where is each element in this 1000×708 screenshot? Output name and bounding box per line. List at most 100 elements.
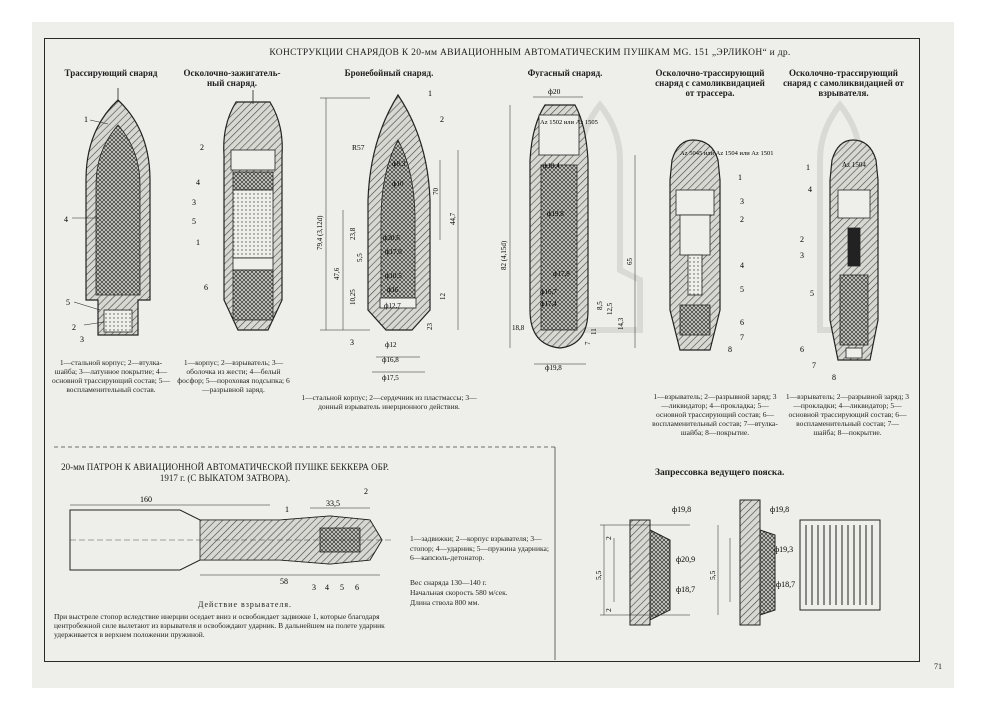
svg-text:4: 4 (64, 215, 68, 224)
svg-text:7: 7 (740, 333, 744, 342)
self-destruct-fuze-shell-drawing: Az 1504 1 4 2 3 5 6 7 8 (800, 139, 879, 382)
pressing-dim-2-b: 2 (604, 608, 613, 612)
ap-dim-238: 23,8 (349, 227, 357, 240)
ap-dim-r57: R57 (352, 143, 365, 152)
frag-incendiary-shell-drawing: 2 4 3 5 1 6 (192, 90, 283, 331)
ap-dim-d105: ф10,5 (385, 272, 402, 280)
svg-text:1: 1 (84, 115, 88, 124)
he-dim-d198-band: ф19,8 (545, 364, 562, 372)
svg-text:8: 8 (728, 345, 732, 354)
cartridge-dim-160: 160 (140, 495, 152, 504)
he-dim-d20: ф20 (548, 87, 561, 96)
header-tracer-shell: Трассирующий снаряд (64, 68, 158, 78)
pressing-dim-2-a: 2 (604, 536, 613, 540)
svg-text:1: 1 (806, 163, 810, 172)
svg-text:2: 2 (740, 215, 744, 224)
cartridge-dim-335: 33,5 (326, 499, 340, 508)
cartridge-dim-58: 58 (280, 577, 288, 586)
svg-text:1: 1 (738, 173, 742, 182)
svg-text:2: 2 (200, 143, 204, 152)
svg-text:2: 2 (72, 323, 76, 332)
he-dim-d198: ф19,8 (547, 210, 564, 218)
svg-text:3: 3 (80, 335, 84, 344)
svg-text:3: 3 (350, 338, 354, 347)
cartridge-spec-velocity: Начальная скорость 580 м/сек. (410, 588, 508, 597)
svg-text:4: 4 (808, 185, 812, 194)
svg-text:5: 5 (340, 583, 344, 592)
caption-frag-incendiary: 1—корпус; 2—взрыватель; 3—оболочка из же… (177, 358, 290, 394)
pressing-dim-d187-a: ф18,7 (676, 585, 695, 594)
caption-self-destruct-tracer: 1—взрыватель; 2—разрывной заряд; 3—ликви… (652, 392, 778, 437)
ap-dim-23: 23 (426, 323, 434, 331)
caption-ap: 1—стальной корпус; 2—сердечник из пластм… (301, 393, 477, 411)
caption-self-destruct-fuze: 1—взрыватель; 2—разрывной заряд; 3—прокл… (785, 392, 910, 437)
ap-dim-d127: ф12,7 (384, 302, 401, 310)
he-fuze-mark: Az 1502 или Az 1505 (540, 119, 598, 126)
ap-dim-447: 44,7 (449, 212, 457, 225)
ap-dim-total-length: 79,4 (3,12d) (316, 215, 324, 250)
header-self-destruct-tracer-shell: Осколочно-трассирующий снаряд с самоликв… (655, 68, 765, 98)
he-dim-7: 7 (584, 341, 592, 345)
svg-text:3: 3 (800, 251, 804, 260)
he-dim-65: 65 (626, 258, 634, 266)
pressing-dim-d187-b: ф18,7 (776, 580, 795, 589)
ap-dim-d175: ф17,5 (382, 374, 399, 382)
svg-text:1: 1 (285, 505, 289, 514)
he-dim-11: 11 (590, 328, 598, 335)
svg-text:3: 3 (740, 197, 744, 206)
svg-text:5: 5 (192, 217, 196, 226)
ap-dim-d206: ф20,6 (383, 234, 400, 242)
ap-dim-55: 5,5 (356, 253, 364, 262)
header-self-destruct-fuze-shell: Осколочно-трассирующий снаряд с самоликв… (783, 68, 904, 98)
he-dim-188: 18,8 (512, 324, 525, 332)
ap-dim-d83: ф8,3 (392, 160, 406, 168)
ap-dim-70: 70 (432, 188, 440, 196)
pressing-dim-55-a: 5,5 (594, 570, 603, 580)
cartridge-spec-weight: Вес снаряда 130—140 г. (410, 578, 487, 587)
pressing-title: Запрессовка ведущего пояска. (655, 468, 785, 478)
page-number: 71 (934, 662, 942, 671)
he-dim-d178: ф17,8 (553, 270, 570, 278)
he-dim-125: 12,5 (606, 302, 614, 315)
he-dim-d174: ф17,4 (540, 300, 557, 308)
page-title: КОНСТРУКЦИИ СНАРЯДОВ К 20-мм АВИАЦИОННЫМ… (269, 48, 791, 58)
svg-text:4: 4 (325, 583, 329, 592)
armor-piercing-shell-drawing: 1 2 3 R57 ф8,3 ф10 ф20,6 ф17,0 ф10,5 ф16… (316, 89, 459, 382)
he-shell-drawing: ф20 Az 1502 или Az 1505 ф18,4 ф19,8 ф17,… (500, 87, 636, 372)
ap-dim-d10: ф10 (392, 180, 404, 188)
ap-dim-1025: 10,25 (349, 289, 357, 305)
ap-dim-d16: ф16 (387, 286, 399, 294)
header-frag-incendiary-shell: Осколочно-зажигатель-ный снаряд. (183, 68, 281, 88)
svg-text:5: 5 (740, 285, 744, 294)
he-dim-d167: ф16,7 (540, 288, 557, 296)
svg-text:1: 1 (196, 238, 200, 247)
svg-text:2: 2 (800, 235, 804, 244)
self1-fuze-mark: Az 5045 или Az 1504 или Az 1501 (680, 150, 774, 157)
pressing-dim-d198-b: ф19,8 (770, 505, 789, 514)
he-dim-143: 14,3 (617, 317, 625, 330)
svg-text:2: 2 (364, 487, 368, 496)
svg-text:6: 6 (204, 283, 208, 292)
cartridge-title: 20-мм ПАТРОН К АВИАЦИОННОЙ АВТОМАТИЧЕСКО… (61, 462, 389, 483)
ap-dim-d12: ф12 (385, 341, 397, 349)
pressing-dim-d198-a: ф19,8 (672, 505, 691, 514)
svg-text:3: 3 (192, 198, 196, 207)
svg-text:3: 3 (312, 583, 316, 592)
driving-band-pressing-drawing: ф19,8 ф20,9 ф18,7 ф19,8 ф19,3 ф18,7 5,5 … (594, 499, 881, 626)
tracer-shell-drawing: 1 4 5 2 3 (64, 88, 151, 344)
ap-dim-476: 47,6 (333, 267, 341, 280)
pressing-dim-d193: ф19,3 (774, 545, 793, 554)
cartridge-drawing: 160 58 33,5 1 2 3 4 5 6 (69, 487, 392, 592)
svg-text:7: 7 (812, 361, 816, 370)
cartridge-legend: 1—задвижки; 2—корпус взрывателя; 3—стопо… (410, 534, 549, 562)
svg-text:5: 5 (810, 289, 814, 298)
he-dim-85: 8,5 (596, 301, 604, 310)
pressing-dim-55-b: 5,5 (708, 570, 717, 580)
he-dim-total-length: 82 (4,15d) (500, 240, 508, 270)
ap-dim-12: 12 (439, 293, 447, 301)
header-ap-shell: Бронебойный снаряд. (344, 68, 434, 78)
page-frame (44, 38, 920, 662)
header-he-shell: Фугасный снаряд. (527, 68, 603, 78)
svg-text:8: 8 (832, 373, 836, 382)
